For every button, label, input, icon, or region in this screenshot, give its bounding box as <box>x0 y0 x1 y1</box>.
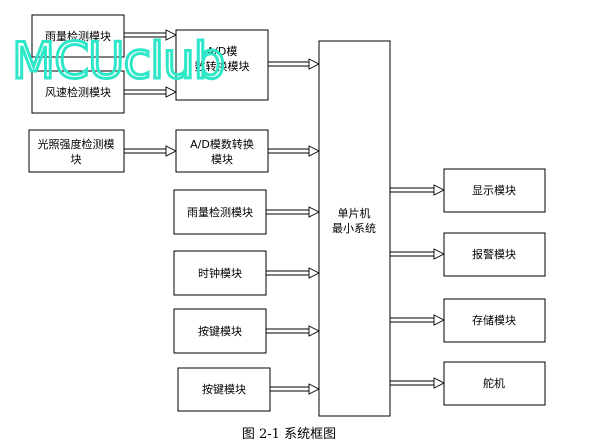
arrow-rain-to-mcu <box>266 206 321 218</box>
module-servo: 舵机 <box>443 361 546 406</box>
module-rain: 雨量检测模块 <box>173 189 267 235</box>
module-wind: 风速检测模块 <box>31 70 125 114</box>
module-ad1: A/D模数转换模块 <box>175 29 269 101</box>
arrow-key2-to-mcu <box>270 383 321 395</box>
arrow-wind-to-ad <box>124 86 178 98</box>
module-mcu-label: 单片机最小系统 <box>332 206 376 235</box>
module-key-1: 按键模块 <box>173 308 267 354</box>
module-wind-label: 风速检测模块 <box>45 85 111 99</box>
arrow-ad2-to-mcu <box>268 145 321 157</box>
module-mcu: 单片机最小系统 <box>318 40 391 417</box>
arrow-mcu-to-storage <box>390 314 446 326</box>
arrow-ad1-to-mcu <box>268 58 321 70</box>
module-clock: 时钟模块 <box>173 250 267 296</box>
module-rain-top-label: 雨量检测模块 <box>45 29 111 43</box>
arrow-mcu-to-alarm <box>390 248 446 260</box>
module-alarm-label: 报警模块 <box>472 247 516 261</box>
arrow-clock-to-mcu <box>266 267 321 279</box>
arrow-rain-top-to-ad <box>124 29 178 41</box>
arrow-light-to-ad2 <box>124 145 178 157</box>
module-ad2: A/D模数转换模块 <box>175 129 269 173</box>
module-clock-label: 时钟模块 <box>198 266 242 280</box>
module-storage-label: 存储模块 <box>472 313 516 327</box>
module-key-1-label: 按键模块 <box>198 324 242 338</box>
arrow-key1-to-mcu <box>266 325 321 337</box>
module-alarm: 报警模块 <box>443 232 546 277</box>
module-servo-label: 舵机 <box>483 376 505 390</box>
module-light: 光照强度检测模块 <box>28 129 125 173</box>
arrow-mcu-to-display <box>390 184 446 196</box>
module-key-2-label: 按键模块 <box>202 382 246 396</box>
module-storage: 存储模块 <box>443 298 546 343</box>
arrow-mcu-to-servo <box>390 377 446 389</box>
module-display: 显示模块 <box>443 168 546 213</box>
module-ad2-label: A/D模数转换模块 <box>190 137 254 166</box>
module-ad1-label: A/D模数转换模块 <box>195 45 250 73</box>
module-key-2: 按键模块 <box>177 367 271 412</box>
arrows-layer <box>124 29 446 395</box>
module-rain-label: 雨量检测模块 <box>187 205 253 219</box>
module-rain-top: 雨量检测模块 <box>31 14 125 58</box>
module-display-label: 显示模块 <box>472 184 516 197</box>
figure-caption: 图 2-1 系统框图 <box>242 427 336 442</box>
mcuclub-watermark: MCUclub <box>12 32 224 90</box>
module-light-label: 光照强度检测模块 <box>38 137 115 166</box>
